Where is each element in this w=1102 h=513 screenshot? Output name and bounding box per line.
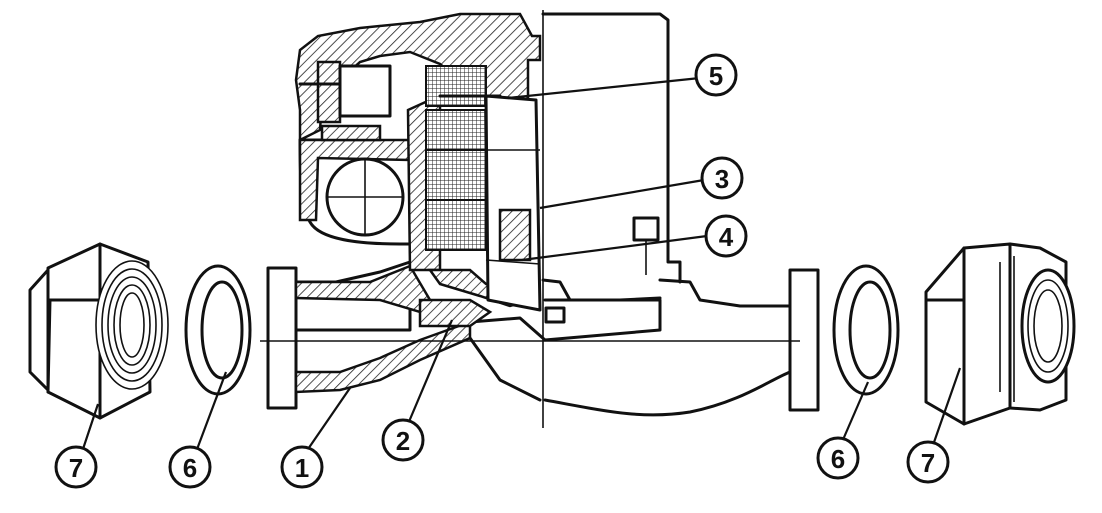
callout-2: 2 <box>381 418 425 462</box>
callout-7-right: 7 <box>906 440 950 484</box>
pump-housing <box>260 10 820 428</box>
union-nut-right <box>924 242 1076 426</box>
leader-lines <box>80 76 962 453</box>
callout-1: 1 <box>280 445 324 489</box>
motor-section <box>294 12 542 328</box>
svg-text:6: 6 <box>183 453 197 483</box>
callout-7-left: 7 <box>54 445 98 489</box>
gasket-left <box>184 264 252 396</box>
svg-text:3: 3 <box>715 164 729 194</box>
callout-5: 5 <box>694 53 738 97</box>
svg-text:5: 5 <box>709 61 723 91</box>
motor-outline-right <box>541 12 682 324</box>
svg-text:2: 2 <box>396 426 410 456</box>
union-nut-left <box>28 242 169 420</box>
svg-text:7: 7 <box>69 453 83 483</box>
callout-4: 4 <box>704 214 748 258</box>
callout-3: 3 <box>700 156 744 200</box>
callout-6-left: 6 <box>168 445 212 489</box>
svg-text:1: 1 <box>295 453 309 483</box>
gasket-right <box>832 264 900 396</box>
svg-text:7: 7 <box>921 448 935 478</box>
svg-text:4: 4 <box>719 222 734 252</box>
callout-6-right: 6 <box>816 436 860 480</box>
svg-text:6: 6 <box>831 444 845 474</box>
